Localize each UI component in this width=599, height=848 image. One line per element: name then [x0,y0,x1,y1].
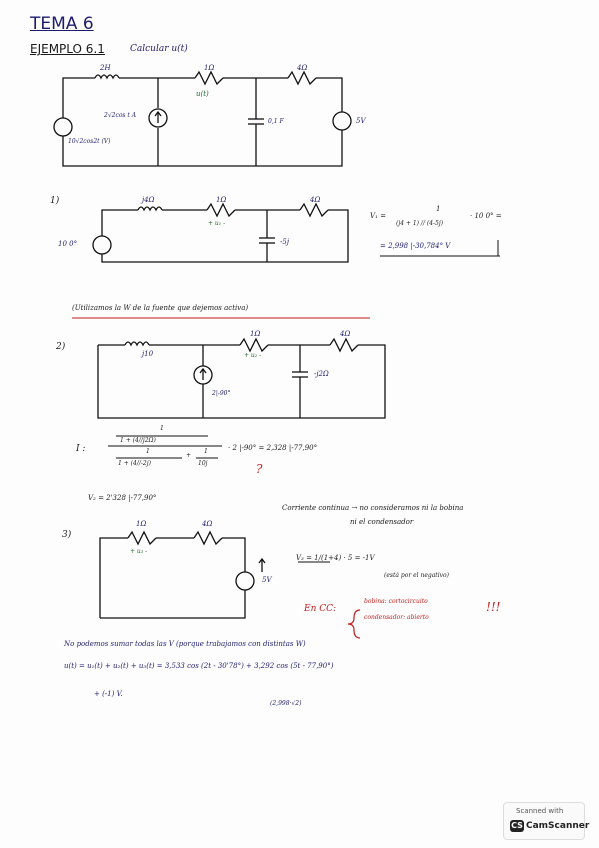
c3-encc: En CC: [304,604,337,614]
c2-question: ? [256,462,263,476]
c2-I-plus: + [186,452,192,459]
c1-r2: 4Ω [310,196,321,204]
final-line3: + (-1) V. [94,690,123,698]
c2-I-num2: 1 [146,448,150,455]
c2-r2: 4Ω [340,330,351,338]
c3-neg-note: (está por el negativo) [384,572,449,579]
c3-num: 3) [62,530,72,540]
c3-dc-note2: ni el condensador [350,518,414,526]
c1-vlabel: + u₁ - [208,220,226,227]
c2-src: 2|-90° [212,390,231,397]
c0-src-current: 2√2cos t A [104,112,137,119]
c1-l: j4Ω [142,196,155,204]
c0-ux: u(t) [196,90,209,98]
c3-marks: !!! [486,600,501,614]
c1-num: 1) [50,196,60,206]
c3-vsrc: 5V [262,576,272,584]
scanned-with-label: Scanned with [516,807,564,815]
c3-bobina: bobina: cortocircuito [364,598,428,605]
c0-r2: 4Ω [297,64,308,72]
camscanner-watermark: Scanned with CS CamScanner [503,802,589,840]
c2-I-den1: 1 + (4//j2Ω) [120,437,156,444]
c1-cap: -5j [280,238,289,246]
c1-eq-den: (j4 + 1) // (4-5j) [396,220,444,227]
final-line1: No podemos sumar todas las V (porque tra… [64,640,306,648]
c3-condens: condensador: abierto [364,614,429,621]
c2-I-den2: 1 + (4//-2j) [118,460,151,467]
c0-src-voltage: 10√2cos2t (V) [68,138,111,145]
note-omega: (Utilizamos la W de la fuente que dejemo… [72,304,249,312]
c2-r1: 1Ω [250,330,261,338]
c2-I-frac3-num: 1 [204,448,208,455]
camscanner-logo-icon: CS [510,820,524,832]
c1-result: = 2,998 |-30,784° V [380,242,451,250]
c2-I-lhs: I : [76,444,86,454]
c1-r1: 1Ω [216,196,227,204]
c0-cap: 0,1 F [268,118,284,125]
camscanner-brand: CamScanner [526,821,590,831]
c3-vlabel: + u₃ - [130,548,148,555]
final-line2: u(t) = u₁(t) + u₂(t) + u₃(t) = 3,533 cos… [64,662,334,670]
c2-l: j10 [142,350,154,358]
example-heading: EJEMPLO 6.1 [30,42,105,56]
c0-vsrc: 5V [356,117,366,125]
c3-V3: V₃ = 1/(1+4) · 5 = -1V [296,554,375,562]
page-title: TEMA 6 [30,14,94,34]
c1-src: 10 0° [58,240,78,248]
c2-num: 2) [56,342,66,352]
c0-l1: 2H [100,64,111,72]
final-line4: (2,998·√2) [270,700,302,707]
c3-r1: 1Ω [136,520,147,528]
c2-cap: -j2Ω [314,370,329,378]
c2-I-frac3-den: 10j [198,460,208,467]
c3-r2: 4Ω [202,520,213,528]
c3-dc-note1: Corriente continua → no consideramos ni … [282,504,464,512]
c2-I-num: 1 [160,425,164,432]
example-prompt: Calcular u(t) [130,44,188,54]
c1-eq-tail: · 10 0° = [470,212,502,220]
c2-V2: V₂ = 2'328 |-77,90° [88,494,157,502]
c2-vlabel: + u₂ - [244,352,262,359]
c1-eq-num: 1 [436,205,441,213]
c0-r1: 1Ω [204,64,215,72]
c1-eq-lhs: V₁ = [370,212,386,220]
c2-I-tail: · 2 |-90° = 2,328 |-77,90° [228,444,318,452]
